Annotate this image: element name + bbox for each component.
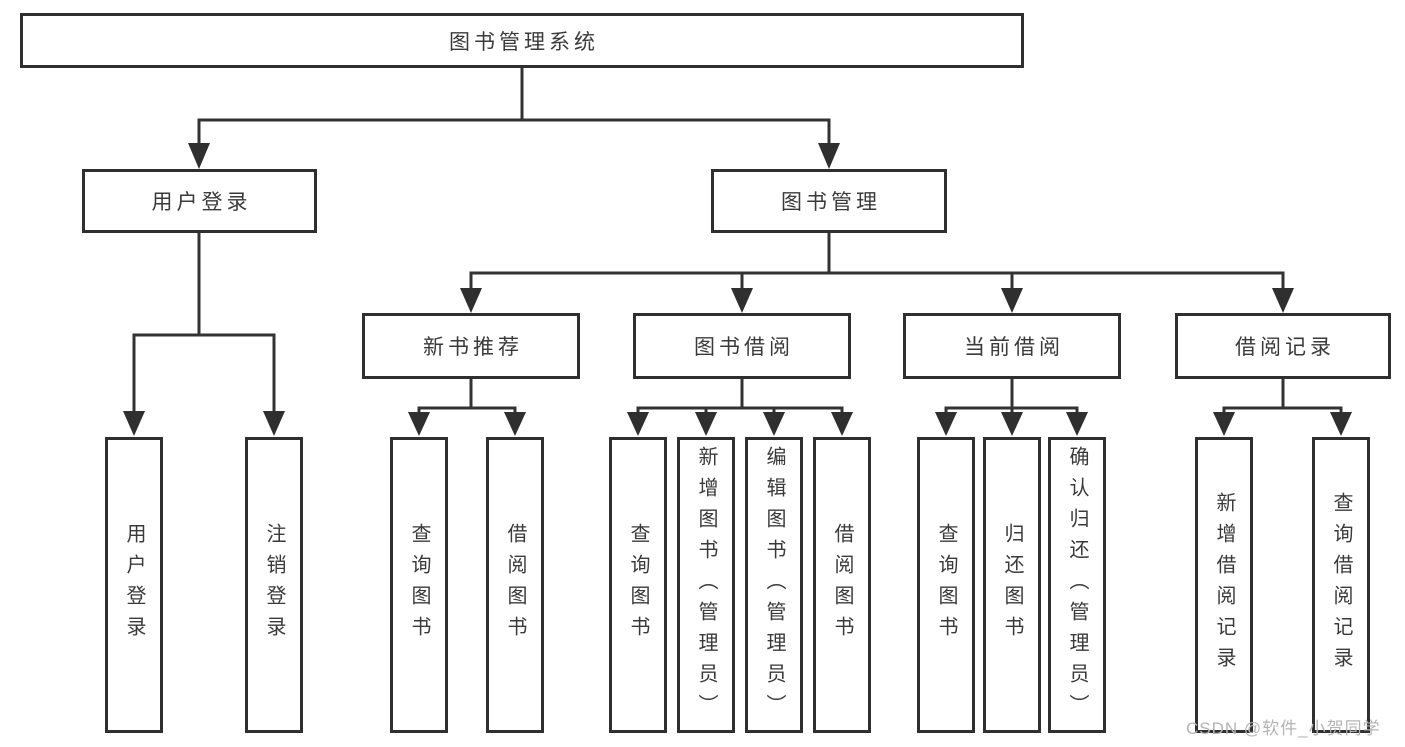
node-book-borrow: 图书借阅 (633, 313, 851, 379)
leaf-edit-book-admin: 编辑图书（管理员） (745, 437, 803, 733)
node-system-root: 图书管理系统 (20, 13, 1024, 68)
node-label: 借阅记录 (1235, 336, 1335, 359)
node-label: 归还图书 (1001, 523, 1023, 647)
arrowhead-icon (1213, 412, 1235, 436)
csdn-watermark: CSDN @软件_小贺同学 (1186, 719, 1381, 738)
node-label: 用户登录 (123, 523, 145, 647)
arrowhead-icon (818, 143, 840, 169)
node-label: 编辑图书（管理员） (763, 445, 785, 725)
node-label: 借阅图书 (831, 523, 853, 647)
arrowhead-icon (263, 411, 285, 436)
leaf-return-books: 归还图书 (983, 437, 1041, 733)
node-label: 新书推荐 (423, 336, 523, 359)
leaf-query-books-recommend: 查询图书 (390, 437, 448, 733)
node-label: 用户登录 (151, 191, 252, 214)
leaf-confirm-return-admin: 确认归还（管理员） (1048, 437, 1106, 733)
arrowhead-icon (408, 412, 430, 436)
node-label: 图书借阅 (694, 336, 794, 359)
arrowhead-icon (188, 143, 210, 169)
arrowhead-icon (123, 411, 145, 436)
node-user-login: 用户登录 (82, 169, 317, 233)
arrowhead-icon (460, 288, 482, 313)
node-label: 图书管理 (781, 191, 881, 214)
leaf-query-borrow-record: 查询借阅记录 (1312, 437, 1370, 733)
arrowhead-icon (627, 412, 649, 436)
arrowhead-icon (831, 412, 853, 436)
leaf-query-books-current: 查询图书 (917, 437, 975, 733)
node-label: 新增借阅记录 (1213, 492, 1235, 678)
connector-new-book-group (417, 379, 517, 414)
connector-user-login-group (132, 233, 276, 413)
node-label: 确认归还（管理员） (1066, 445, 1088, 725)
arrowhead-icon (1272, 288, 1294, 313)
leaf-user-login: 用户登录 (105, 437, 163, 733)
node-label: 查询图书 (935, 523, 957, 647)
leaf-query-books-borrow: 查询图书 (609, 437, 667, 733)
leaf-logout: 注销登录 (245, 437, 303, 733)
leaf-add-book-admin: 新增图书（管理员） (677, 437, 735, 733)
arrowhead-icon (1001, 412, 1023, 436)
connector-current-borrow-group (944, 379, 1079, 414)
node-new-book-recommend: 新书推荐 (362, 313, 580, 379)
node-label: 查询图书 (408, 523, 430, 647)
node-label: 当前借阅 (964, 336, 1064, 359)
leaf-borrow-books: 借阅图书 (813, 437, 871, 733)
node-label: 注销登录 (263, 523, 285, 647)
node-current-borrow: 当前借阅 (903, 313, 1121, 379)
arrowhead-icon (504, 412, 526, 436)
node-label: 新增图书（管理员） (695, 445, 717, 725)
connector-book-borrow-group (636, 379, 844, 414)
arrowhead-icon (1066, 412, 1088, 436)
connector-book-mgmt-group (469, 233, 1285, 290)
arrowhead-icon (731, 288, 753, 313)
arrowhead-icon (1001, 288, 1023, 313)
leaf-borrow-books-recommend: 借阅图书 (486, 437, 544, 733)
connector-borrow-records-group (1222, 379, 1343, 414)
arrowhead-icon (763, 412, 785, 436)
node-label: 借阅图书 (504, 523, 526, 647)
node-borrow-records: 借阅记录 (1175, 313, 1391, 379)
arrowhead-icon (695, 412, 717, 436)
node-book-management: 图书管理 (711, 169, 947, 233)
node-label: 查询图书 (627, 523, 649, 647)
connector-root (197, 68, 831, 146)
arrowhead-icon (935, 412, 957, 436)
arrowhead-icon (1330, 412, 1352, 436)
leaf-add-borrow-record: 新增借阅记录 (1195, 437, 1253, 733)
node-label: 图书管理系统 (449, 30, 599, 54)
node-label: 查询借阅记录 (1330, 492, 1352, 678)
